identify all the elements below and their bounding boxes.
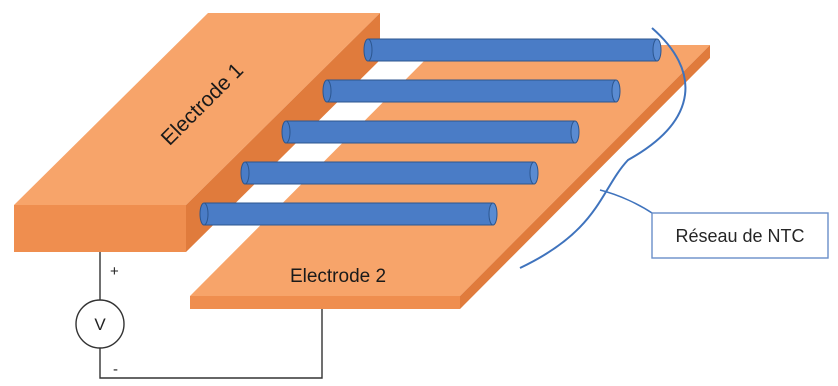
nanotube-1: [199, 202, 498, 226]
electrode-2-label: Electrode 2: [290, 266, 386, 287]
voltmeter-label: V: [94, 315, 106, 334]
nanotube-body: [327, 80, 616, 102]
circuit-wires: [99, 252, 323, 379]
plus-sign: +: [110, 263, 119, 280]
electrode-2-side-face: [460, 45, 710, 309]
electrode-2-front-face: [190, 296, 460, 309]
nanotube-left-cap: [322, 79, 332, 103]
network-label: Réseau de NTC: [675, 226, 804, 246]
nanotube-4: [322, 79, 621, 103]
nanotube-right-cap: [611, 79, 621, 103]
network-callout: Réseau de NTC: [651, 212, 829, 259]
network-bracket: [519, 27, 687, 269]
minus-sign: -: [113, 361, 118, 378]
nanotube-outline: [245, 161, 534, 185]
nanotube-body: [204, 203, 493, 225]
nanotube-right-cap: [529, 161, 539, 185]
nanotube-5: [363, 38, 662, 62]
nanotube-3: [281, 120, 580, 144]
callout-box: [651, 212, 829, 259]
nanotube-outline: [327, 79, 616, 103]
nanotube-outline: [204, 202, 493, 226]
nanotube-body: [245, 162, 534, 184]
nanotube-right-cap: [652, 38, 662, 62]
nanotube-outline: [368, 38, 657, 62]
nanotube-2: [240, 161, 539, 185]
nanotube-body: [368, 39, 657, 61]
wire-negative: [99, 309, 323, 379]
nanotube-left-cap: [281, 120, 291, 144]
nanotube-left-cap: [240, 161, 250, 185]
nanotube-body: [286, 121, 575, 143]
nanotube-outline: [286, 120, 575, 144]
voltmeter: V: [75, 299, 125, 349]
nanotube-network: [199, 38, 662, 226]
callout-leader: [599, 189, 653, 214]
electrode-1-top-face: [14, 13, 380, 205]
nanotube-left-cap: [199, 202, 209, 226]
nanotube-right-cap: [488, 202, 498, 226]
nanotube-left-cap: [363, 38, 373, 62]
voltmeter-circle: [75, 299, 125, 349]
electrode-1-front-face: [14, 205, 186, 252]
nanotube-right-cap: [570, 120, 580, 144]
